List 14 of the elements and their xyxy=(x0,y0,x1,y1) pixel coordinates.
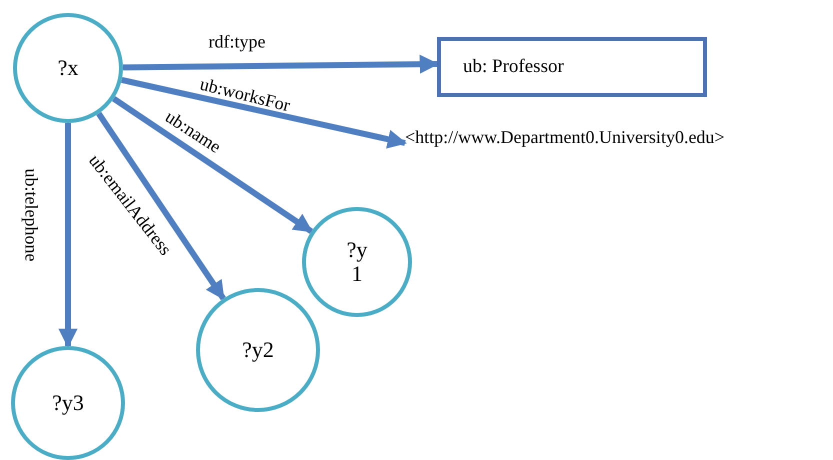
arrow xyxy=(112,96,313,234)
node-label: ?x xyxy=(58,56,78,80)
class-box xyxy=(437,37,707,97)
edge-label: rdf:type xyxy=(208,32,266,52)
arrow xyxy=(96,112,226,300)
node-label: ?y2 xyxy=(242,338,274,362)
arrow xyxy=(121,77,407,149)
edge-label: ub:telephone xyxy=(20,168,42,262)
node-label: <http://www.Department0.University0.edu> xyxy=(405,128,725,148)
node-label: ?y3 xyxy=(52,390,84,416)
node-label: ub: Professor xyxy=(463,56,564,78)
arrow xyxy=(122,54,439,74)
arrow xyxy=(58,123,78,348)
node-label: ?y 1 xyxy=(346,238,368,286)
